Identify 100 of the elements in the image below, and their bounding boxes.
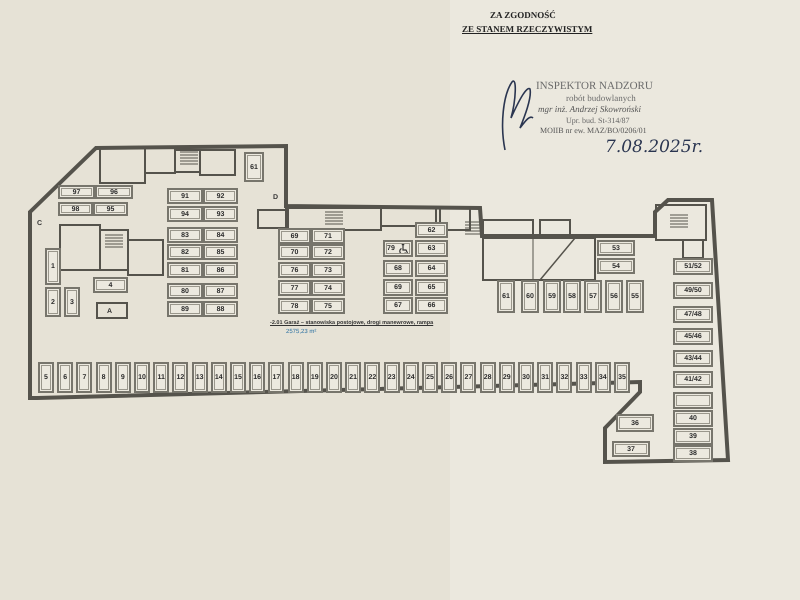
parking-space [203,301,238,317]
parking-space [673,445,713,462]
parking-space [415,297,448,314]
stamp-text: robót budowlanych [566,93,636,103]
parking-space [498,362,515,393]
parking-space [415,240,448,257]
parking-space [441,362,458,393]
parking-space [311,280,345,296]
parking-space [597,240,635,256]
parking-space [203,188,238,204]
parking-space [614,362,630,393]
parking-space [673,328,713,345]
parking-space [38,362,54,393]
parking-space [518,362,534,393]
parking-space [384,362,400,393]
parking-space [521,280,539,313]
stamp-text: MOIIB nr ew. MAZ/BO/0206/01 [540,126,647,135]
stamp-text: Upr. bud. St-314/87 [566,116,630,125]
parking-space [278,244,311,260]
parking-space [383,240,413,257]
stamp-text: ZE STANEM RZECZYWISTYM [462,24,592,34]
parking-space [415,279,448,296]
parking-space [383,260,413,277]
parking-space [415,260,448,277]
parking-space [93,202,128,216]
parking-space [268,362,284,393]
parking-space [422,362,438,393]
parking-space [167,244,203,260]
parking-space [64,287,80,317]
parking-space [673,282,713,299]
parking-space [311,244,345,260]
parking-space [203,262,238,278]
parking-space [673,410,713,427]
parking-space [673,392,713,409]
parking-space [345,362,362,393]
parking-space [584,280,602,313]
parking-space [167,188,203,204]
parking-space [210,362,227,393]
parking-space [192,362,208,393]
parking-space [326,362,342,393]
parking-space [673,428,713,445]
parking-space [612,441,650,457]
parking-space [364,362,380,393]
parking-space [311,298,345,314]
parking-space [497,280,515,313]
parking-space [96,362,112,393]
parking-space [167,301,203,317]
stamp-text: mgr inż. Andrzej Skowroński [538,104,642,114]
parking-space [278,262,311,278]
parking-space [203,227,238,243]
stamp-text: INSPEKTOR NADZORU [536,80,653,92]
parking-space [563,280,581,313]
parking-space [153,362,170,393]
parking-space [597,258,635,274]
parking-space [626,280,644,313]
parking-space [45,287,61,317]
parking-space [605,280,623,313]
parking-space [556,362,572,393]
parking-space [203,244,238,260]
parking-space [244,152,264,182]
parking-space [172,362,188,393]
parking-space [58,185,95,199]
parking-space [673,258,713,275]
parking-space [415,222,448,238]
parking-space [594,362,611,393]
parking-space [402,362,419,393]
parking-space [230,362,246,393]
parking-space [76,362,92,393]
parking-space [278,298,311,314]
parking-space [311,228,345,244]
parking-space [288,362,304,393]
parking-space [167,227,203,243]
parking-space [167,206,203,222]
parking-space [543,280,561,313]
parking-space [278,228,311,244]
parking-space [93,277,128,293]
parking-space [278,280,311,296]
parking-space [311,262,345,278]
parking-space [383,297,413,314]
parking-space [167,262,203,278]
parking-space [58,202,93,216]
parking-space [537,362,554,393]
parking-space [576,362,592,393]
parking-space [203,206,238,222]
parking-space [134,362,150,393]
parking-space [249,362,266,393]
parking-space [167,283,203,299]
parking-space [95,185,133,199]
parking-space [306,362,323,393]
parking-space [673,371,713,388]
handwritten-date: 7.08.2025r. [605,137,704,157]
parking-space [114,362,131,393]
parking-space [460,362,476,393]
parking-space [57,362,74,393]
parking-space [45,248,61,285]
parking-space [616,414,654,432]
stamp-text: ZA ZGODNOŚĆ [490,10,556,20]
parking-space [673,350,713,367]
parking-space [383,279,413,296]
parking-space [480,362,496,393]
